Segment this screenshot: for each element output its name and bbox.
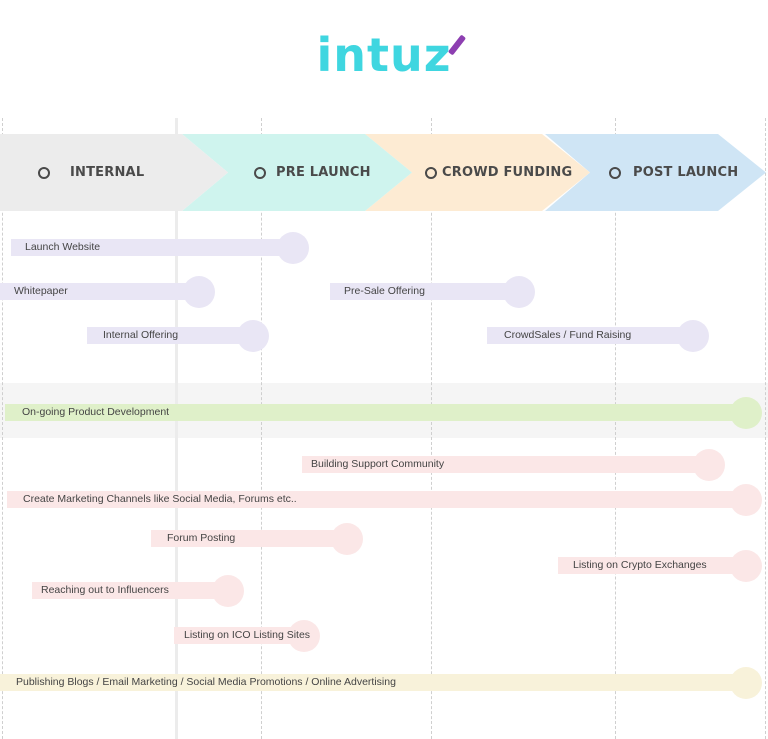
circle-icon [609, 166, 621, 179]
intuz-logo: intuz [0, 28, 768, 82]
task-bar: Forum Posting [151, 522, 363, 555]
circle-icon [254, 166, 266, 179]
task-bar: Listing on ICO Listing Sites [174, 619, 320, 652]
gridline [615, 118, 616, 739]
task-bar: Reaching out to Influencers [32, 574, 244, 607]
task-label: Listing on ICO Listing Sites [184, 629, 311, 641]
task-label: Launch Website [25, 241, 101, 253]
task-label: Listing on Crypto Exchanges [573, 559, 707, 571]
task-label: Pre-Sale Offering [344, 285, 425, 297]
task-bar: Publishing Blogs / Email Marketing / Soc… [0, 666, 762, 699]
phase-arrow-post-launch [545, 134, 766, 211]
phase-label: CROWD FUNDING [442, 165, 573, 180]
task-bar: On-going Product Development [5, 396, 762, 429]
task-label: CrowdSales / Fund Raising [504, 329, 632, 341]
task-bar: Building Support Community [302, 448, 725, 481]
task-bar: Whitepaper [0, 275, 215, 308]
task-bar: Create Marketing Channels like Social Me… [7, 483, 762, 516]
gridline [431, 118, 432, 739]
phase-label: PRE LAUNCH [276, 165, 371, 180]
phase-pre-launch: PRE LAUNCH [254, 134, 371, 211]
gridline [765, 118, 766, 739]
gridline [261, 118, 262, 739]
task-label: Reaching out to Influencers [41, 584, 169, 596]
task-label: Whitepaper [14, 285, 68, 297]
gridline [2, 118, 3, 739]
divider-line [175, 118, 178, 739]
task-label: Internal Offering [103, 329, 179, 341]
task-bar: Internal Offering [87, 319, 269, 352]
phase-crowd-funding: CROWD FUNDING [425, 134, 572, 211]
task-bar: Listing on Crypto Exchanges [558, 549, 762, 582]
task-label: On-going Product Development [22, 406, 170, 418]
phase-arrow-internal [0, 134, 228, 211]
task-label: Create Marketing Channels like Social Me… [23, 493, 297, 505]
phase-label: POST LAUNCH [633, 165, 739, 180]
phase-label: INTERNAL [70, 165, 145, 180]
task-bar: CrowdSales / Fund Raising [487, 319, 709, 352]
task-label: Building Support Community [311, 458, 445, 470]
phase-internal: INTERNAL [38, 134, 144, 211]
task-bar: Launch Website [11, 231, 309, 264]
task-label: Publishing Blogs / Email Marketing / Soc… [16, 676, 396, 688]
phase-post-launch: POST LAUNCH [609, 134, 738, 211]
circle-icon [425, 166, 437, 179]
task-label: Forum Posting [167, 532, 236, 544]
task-bar: Pre-Sale Offering [330, 275, 535, 308]
phase-arrows [0, 134, 766, 211]
phase-arrow-pre-launch [182, 134, 412, 211]
logo-text: intuz [316, 28, 466, 82]
phase-header: INTERNAL PRE LAUNCH CROWD FUNDING POST L… [0, 134, 768, 211]
circle-icon [38, 166, 50, 179]
phase-arrow-crowd-funding [365, 134, 590, 211]
